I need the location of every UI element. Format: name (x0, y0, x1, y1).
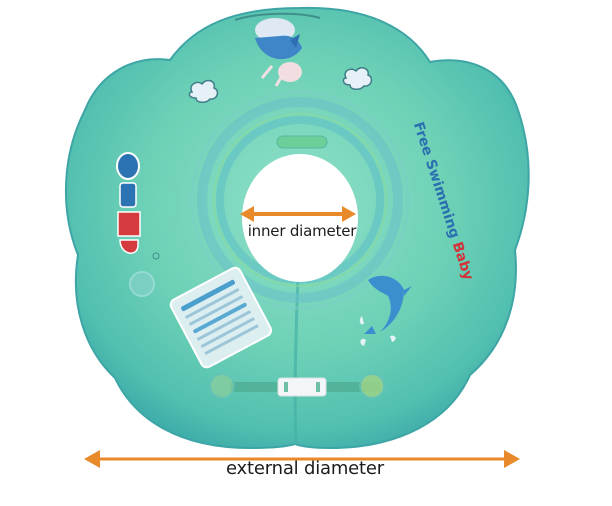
brand-logo-icon (116, 152, 160, 260)
inner-diameter-arrow (240, 206, 356, 222)
dolphin-icon (359, 275, 412, 346)
badge-icon (129, 271, 155, 297)
instruction-label (169, 266, 273, 369)
inner-hole (242, 154, 358, 282)
external-diameter-label: external diameter (226, 458, 384, 479)
cloud-icon (188, 79, 219, 103)
external-diameter-arrow (84, 450, 520, 468)
shark-character-icon (234, 12, 321, 87)
inner-diameter-label: inner diameter (247, 222, 357, 240)
buckle-strap-icon (209, 373, 385, 399)
cloud-icon (342, 67, 373, 90)
